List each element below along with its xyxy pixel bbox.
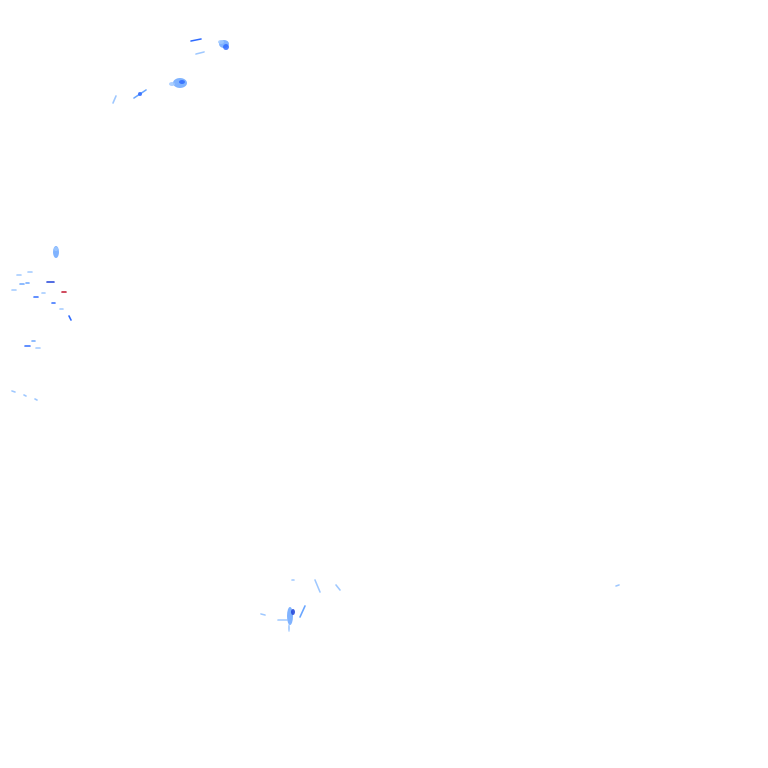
echo-cluster-south-echo-1 — [291, 609, 295, 615]
echo-cluster-north-echo-3 — [190, 38, 202, 42]
echo-cluster-north-echo-7 — [169, 82, 175, 86]
echo-cluster-south — [260, 579, 341, 632]
echo-cluster-west-lower-echo-2 — [34, 398, 38, 401]
echo-cluster-east-echo-0 — [615, 584, 620, 587]
echo-cluster-south-echo-6 — [314, 579, 321, 593]
echo-cluster-north-echo-1 — [218, 40, 224, 44]
echo-cluster-west-echo-10 — [68, 315, 72, 321]
echo-cluster-northwest — [53, 246, 59, 258]
echo-cluster-north-echo-4 — [195, 51, 205, 55]
echo-cluster-north — [112, 38, 229, 104]
echo-cluster-south-echo-4 — [260, 613, 266, 616]
echo-cluster-northwest-echo-1 — [54, 247, 58, 251]
echo-cluster-west — [11, 271, 72, 349]
echo-cluster-south-echo-2 — [288, 624, 290, 632]
echo-cluster-south-echo-5 — [299, 605, 306, 618]
echo-cluster-north-echo-10 — [112, 95, 117, 104]
echo-cluster-east — [615, 584, 620, 587]
echo-cluster-north-echo-6 — [179, 80, 185, 84]
echo-cluster-north-echo-9 — [138, 92, 142, 96]
echo-cluster-west-lower-echo-0 — [11, 390, 16, 393]
echo-cluster-north-echo-2 — [223, 44, 229, 50]
echo-cluster-south-echo-7 — [335, 584, 341, 591]
echo-cluster-west-lower — [11, 390, 38, 401]
echo-cluster-west-lower-echo-1 — [23, 394, 27, 397]
